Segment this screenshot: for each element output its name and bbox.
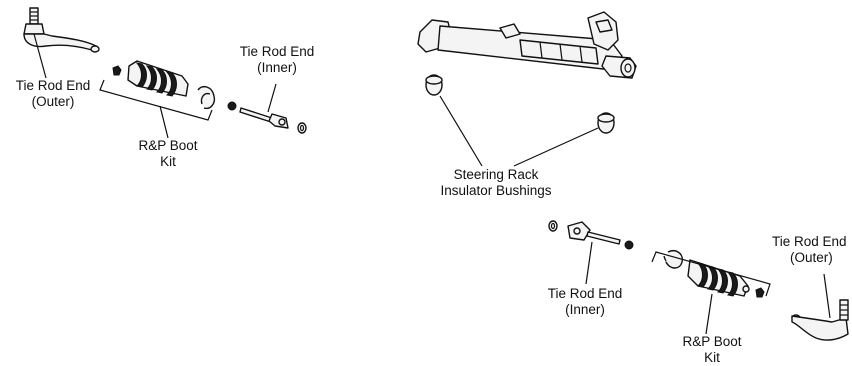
bushing-leader-left <box>439 95 483 167</box>
label-rp-boot-kit-left: R&P Boot Kit <box>128 138 208 170</box>
label-line-1: Tie Rod End <box>239 44 315 59</box>
steering-rack-housing <box>417 11 637 79</box>
label-line-1: Tie Rod End <box>15 78 91 93</box>
label-tie-rod-end-outer-left: Tie Rod End (Outer) <box>8 78 98 110</box>
label-line-2: (Outer) <box>790 250 833 265</box>
label-tie-rod-end-outer-right: Tie Rod End (Outer) <box>772 234 852 266</box>
right-boot-kit-leader <box>705 293 713 335</box>
label-line-2: (Inner) <box>257 60 297 75</box>
label-line-1: R&P Boot <box>138 138 198 153</box>
label-line-1: R&P Boot <box>682 334 742 349</box>
label-line-2: Kit <box>704 350 720 365</box>
label-line-2: (Outer) <box>31 94 75 109</box>
label-line-2: (Inner) <box>565 302 605 317</box>
left-outer-leader <box>33 33 47 79</box>
left-boot-kit-parts <box>112 60 216 110</box>
left-inner-leader <box>267 83 277 113</box>
label-tie-rod-end-inner-bottom: Tie Rod End (Inner) <box>540 286 630 318</box>
label-line-1: Steering Rack <box>453 167 539 182</box>
left-boot-kit-bracket <box>99 79 213 121</box>
left-inner-tie-rod <box>227 101 307 134</box>
left-boot-kit-leader <box>159 105 169 139</box>
right-outer-tie-rod-end <box>791 299 849 341</box>
label-steering-rack-insulator-bushings: Steering Rack Insulator Bushings <box>426 167 566 199</box>
label-line-1: Tie Rod End <box>547 286 623 301</box>
right-boot-kit-parts <box>663 250 765 298</box>
left-outer-tie-rod-end <box>23 7 100 53</box>
label-line-2: Insulator Bushings <box>440 183 552 198</box>
label-line-2: Kit <box>160 154 176 169</box>
rack-bushing-left <box>425 74 443 96</box>
rack-bushing-right <box>597 112 615 134</box>
label-rp-boot-kit-right: R&P Boot Kit <box>672 334 752 366</box>
right-inner-leader <box>585 241 593 285</box>
label-tie-rod-end-inner-top: Tie Rod End (Inner) <box>232 44 322 76</box>
bushing-leader-right <box>513 127 599 167</box>
right-outer-leader <box>823 273 831 319</box>
right-boot-kit-bracket <box>651 251 771 297</box>
label-line-1: Tie Rod End <box>772 234 847 249</box>
right-inner-tie-rod <box>548 220 634 250</box>
